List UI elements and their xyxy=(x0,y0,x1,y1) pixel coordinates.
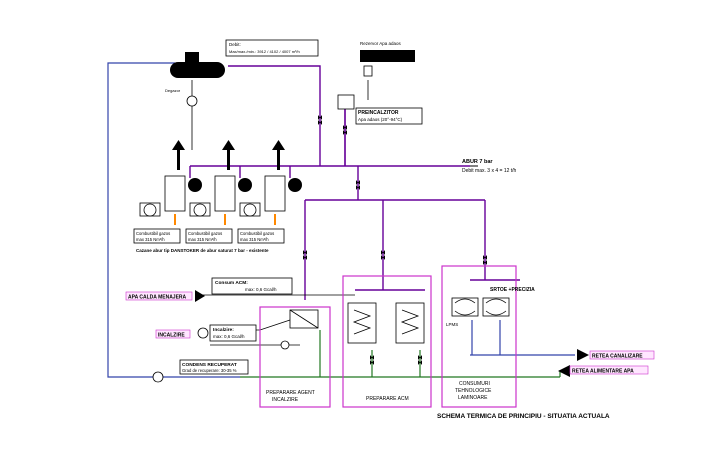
burner-3-icon xyxy=(288,178,302,192)
preparare-acm-label: PREPARARE ACM xyxy=(366,396,409,402)
alimentare-tag xyxy=(569,365,649,375)
incalzire-circ-pump-icon xyxy=(280,340,290,350)
chimney-1-icon xyxy=(172,140,185,150)
consumuri-line3: LAMINOARE xyxy=(458,395,488,401)
burner-1-icon xyxy=(188,178,202,192)
preincalzitor-exchanger xyxy=(337,94,355,110)
comb3-title: Combustibil gazos xyxy=(240,231,274,236)
condens-pump-icon xyxy=(152,371,164,383)
exchanger-diagonal xyxy=(289,309,319,329)
preparare-agent-title: PREPARARE AGENT xyxy=(266,390,315,396)
cazane-label: Cazane abur tip DANSTOKER de abur satura… xyxy=(136,248,269,253)
consum-acm-value: max: 0,6 Gcal/h xyxy=(245,287,277,292)
acm-coil-2-icon xyxy=(400,309,420,335)
consum-acm-title: Consum ACM: xyxy=(215,280,248,286)
zone-consumuri xyxy=(441,265,517,408)
incalzire-box-title: Incalzire: xyxy=(213,327,234,333)
rezervor-valve-icon xyxy=(363,65,373,77)
boiler-2 xyxy=(189,140,252,225)
sertoe-label: SRTOE +PRECIZIA xyxy=(490,287,535,293)
abur-label: ABUR 7 bar xyxy=(462,159,493,165)
laminor-2-icon xyxy=(485,298,507,316)
chimney-3-icon xyxy=(272,140,285,150)
debit-top-value: Max/max./min.: 3912 / 4102 / 4007 m³/h xyxy=(229,49,300,54)
consumuri-line2: TEHNOLOGICE xyxy=(455,388,492,394)
pipe-steam-top xyxy=(228,65,321,166)
preparare-agent-sub: INCALZIRE xyxy=(272,397,299,403)
canalizare-tag xyxy=(589,350,655,360)
schema-title: SCHEMA TERMICA DE PRINCIPIU - SITUATIA A… xyxy=(437,413,610,420)
alimentare-arrow-icon xyxy=(558,365,570,377)
fan-3-icon xyxy=(243,203,257,217)
boiler-3 xyxy=(239,140,302,225)
acm-boiler-2 xyxy=(395,302,425,344)
preincalzitor-sub: Apa adaos (20°-94°C) xyxy=(358,117,403,122)
canalizare-label: RETEA CANALIZARE xyxy=(592,354,643,360)
zone-preparare-agent xyxy=(259,306,331,408)
debit-abur-label: Debit max. 3 x 4 = 12 t/h xyxy=(462,168,517,174)
consum-acm-box xyxy=(211,277,293,295)
comb-box-3 xyxy=(237,228,285,244)
chimney-2-icon xyxy=(222,140,235,150)
condens-value: Grad de recuperare: 30-35 % xyxy=(182,368,237,373)
acm-boiler-1 xyxy=(347,302,377,344)
apa-calda-label: APA CALDA MENAJERA xyxy=(128,295,187,301)
burner-2-icon xyxy=(238,178,252,192)
valve-icons xyxy=(303,115,487,365)
debit-top-box xyxy=(225,39,319,57)
canalizare-arrow-icon xyxy=(577,349,589,361)
acm-arrow-icon xyxy=(195,290,205,302)
debit-top-title: Debit: xyxy=(229,42,241,47)
incalzire-pump-icon xyxy=(197,327,209,339)
incalzire-box-value: max: 0,6 Gcal/h xyxy=(213,334,245,339)
laminor-1 xyxy=(451,297,479,317)
comb2-value: max 315 Nm³/h xyxy=(188,237,217,242)
preincalzitor-title: PREINCALZITOR xyxy=(358,110,399,116)
comb1-title: Combustibil gazos xyxy=(136,231,170,236)
comb1-value: max 315 Nm³/h xyxy=(136,237,165,242)
laminor-2 xyxy=(482,297,510,317)
incalzire-box xyxy=(209,324,257,342)
incalzire-label: INCALZIRE xyxy=(158,333,185,339)
laminor-1-icon xyxy=(454,298,476,316)
preincalzitor-box xyxy=(355,107,423,125)
comb-box-1 xyxy=(133,228,181,244)
acm-coil-1-icon xyxy=(352,309,372,335)
degazor-pump-icon xyxy=(186,95,198,107)
comb3-value: max 315 Nm³/h xyxy=(240,237,269,242)
lpms-label: LPMS xyxy=(446,322,458,327)
alimentare-label: RETEA ALIMENTARE APA xyxy=(572,369,634,375)
boiler-1 xyxy=(139,140,202,225)
zone-preparare-acm xyxy=(342,275,432,408)
fan-2-icon xyxy=(193,203,207,217)
incalzire-tag xyxy=(155,329,191,339)
rezervor-label: Rezervor Apa adaos xyxy=(360,41,402,46)
condens-box xyxy=(179,359,249,375)
degazor-tank xyxy=(170,62,225,78)
comb-box-2 xyxy=(185,228,233,244)
apa-calda-tag xyxy=(125,291,193,301)
condens-title: CONDENS RECUPERAT xyxy=(182,362,237,368)
degazor-label: Degazor xyxy=(165,88,181,93)
consumuri-line1: CONSUMURI xyxy=(459,381,490,387)
rezervor-tank xyxy=(360,50,415,62)
degazor-dome xyxy=(185,52,199,62)
comb2-title: Combustibil gazos xyxy=(188,231,222,236)
fan-1-icon xyxy=(143,203,157,217)
